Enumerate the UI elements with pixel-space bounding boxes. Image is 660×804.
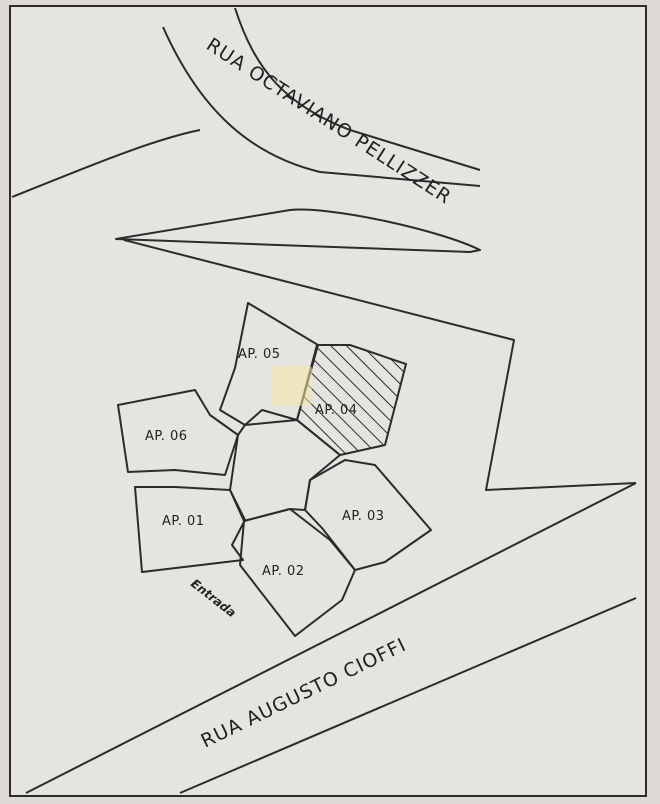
lot-boundary bbox=[115, 208, 637, 491]
unit-ap-06 bbox=[117, 389, 239, 476]
south-road-edge-south bbox=[179, 597, 637, 794]
central-courtyard bbox=[229, 419, 341, 522]
unit-label-ap-04: AP. 04 bbox=[315, 403, 358, 418]
north-road-edge-outer bbox=[162, 26, 481, 187]
north-road-curb bbox=[11, 129, 201, 198]
unit-label-ap-01: AP. 01 bbox=[162, 514, 205, 529]
unit-label-ap-03: AP. 03 bbox=[342, 509, 385, 524]
north-road-edge-inner bbox=[234, 7, 481, 171]
logo-watermark bbox=[272, 366, 312, 406]
unit-label-ap-02: AP. 02 bbox=[262, 564, 305, 579]
unit-ap-02 bbox=[239, 508, 356, 637]
unit-ap-01 bbox=[134, 486, 246, 573]
unit-label-ap-05: AP. 05 bbox=[238, 347, 281, 362]
unit-ap-03 bbox=[304, 459, 432, 571]
south-road-edge-north bbox=[25, 482, 637, 794]
unit-label-ap-06: AP. 06 bbox=[145, 429, 188, 444]
